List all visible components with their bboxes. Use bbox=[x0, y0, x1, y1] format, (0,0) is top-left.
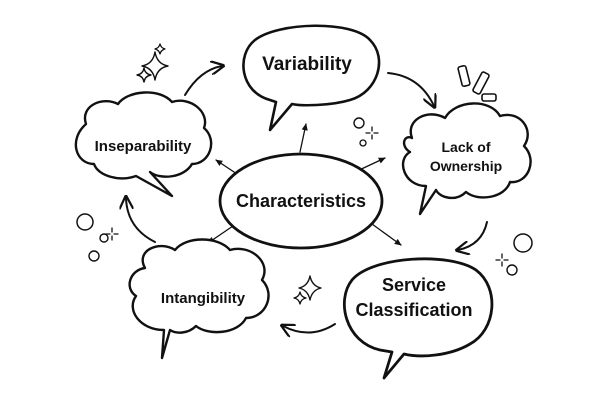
intangibility-label: Intangibility bbox=[161, 290, 246, 307]
arrow-lack-of-ownership-to-service-classification bbox=[458, 221, 488, 250]
service-classification-label-line2: Classification bbox=[355, 300, 472, 320]
arrow-variability-to-lack-of-ownership bbox=[387, 72, 434, 106]
bubble-dot-icon bbox=[506, 264, 518, 276]
lack-of-ownership-label-line1: Lack of bbox=[441, 139, 490, 155]
variability-label: Variability bbox=[262, 54, 352, 75]
sparkle-icon bbox=[298, 275, 322, 301]
sparkle-icon bbox=[136, 67, 152, 83]
emphasis-mark-icon bbox=[472, 71, 490, 95]
bubble-dot-icon bbox=[99, 233, 109, 243]
bubble-dot-icon bbox=[76, 213, 94, 231]
spoke-variability bbox=[299, 123, 308, 153]
cycle-arrows bbox=[126, 66, 488, 333]
arrow-inseparability-to-variability bbox=[184, 66, 222, 96]
sparkle-icon bbox=[141, 51, 169, 81]
center-node: Characteristics bbox=[218, 152, 384, 250]
bubble-dot-icon bbox=[359, 139, 367, 147]
sparkle-icon bbox=[154, 43, 166, 55]
burst-icon bbox=[495, 253, 509, 267]
arrow-service-classification-to-intangibility bbox=[283, 323, 336, 333]
center-label: Characteristics bbox=[236, 191, 366, 211]
emphasis-mark-icon bbox=[457, 64, 471, 88]
bubble-dot-icon bbox=[353, 117, 365, 129]
spoke-service-classification bbox=[371, 223, 402, 246]
bubble-variability: Variability bbox=[242, 24, 381, 132]
arrow-intangibility-to-inseparability bbox=[126, 198, 156, 243]
inseparability-label: Inseparability bbox=[95, 138, 192, 155]
bubble-dot-icon bbox=[88, 250, 100, 262]
burst-icon bbox=[365, 126, 379, 140]
bubble-inseparability: Inseparability bbox=[74, 91, 213, 198]
sparkle-icon bbox=[293, 291, 307, 305]
service-classification-label-line1: Service bbox=[382, 275, 446, 295]
bubble-dot-icon bbox=[513, 233, 533, 253]
bubble-service-classification: Service Classification bbox=[343, 257, 494, 380]
bubble-intangibility: Intangibility bbox=[128, 238, 270, 360]
emphasis-mark-icon bbox=[481, 93, 497, 102]
bubble-lack-of-ownership: Lack of Ownership bbox=[401, 102, 532, 216]
burst-icon bbox=[105, 227, 119, 241]
lack-of-ownership-label-line2: Ownership bbox=[430, 158, 502, 174]
doodles bbox=[76, 43, 533, 305]
